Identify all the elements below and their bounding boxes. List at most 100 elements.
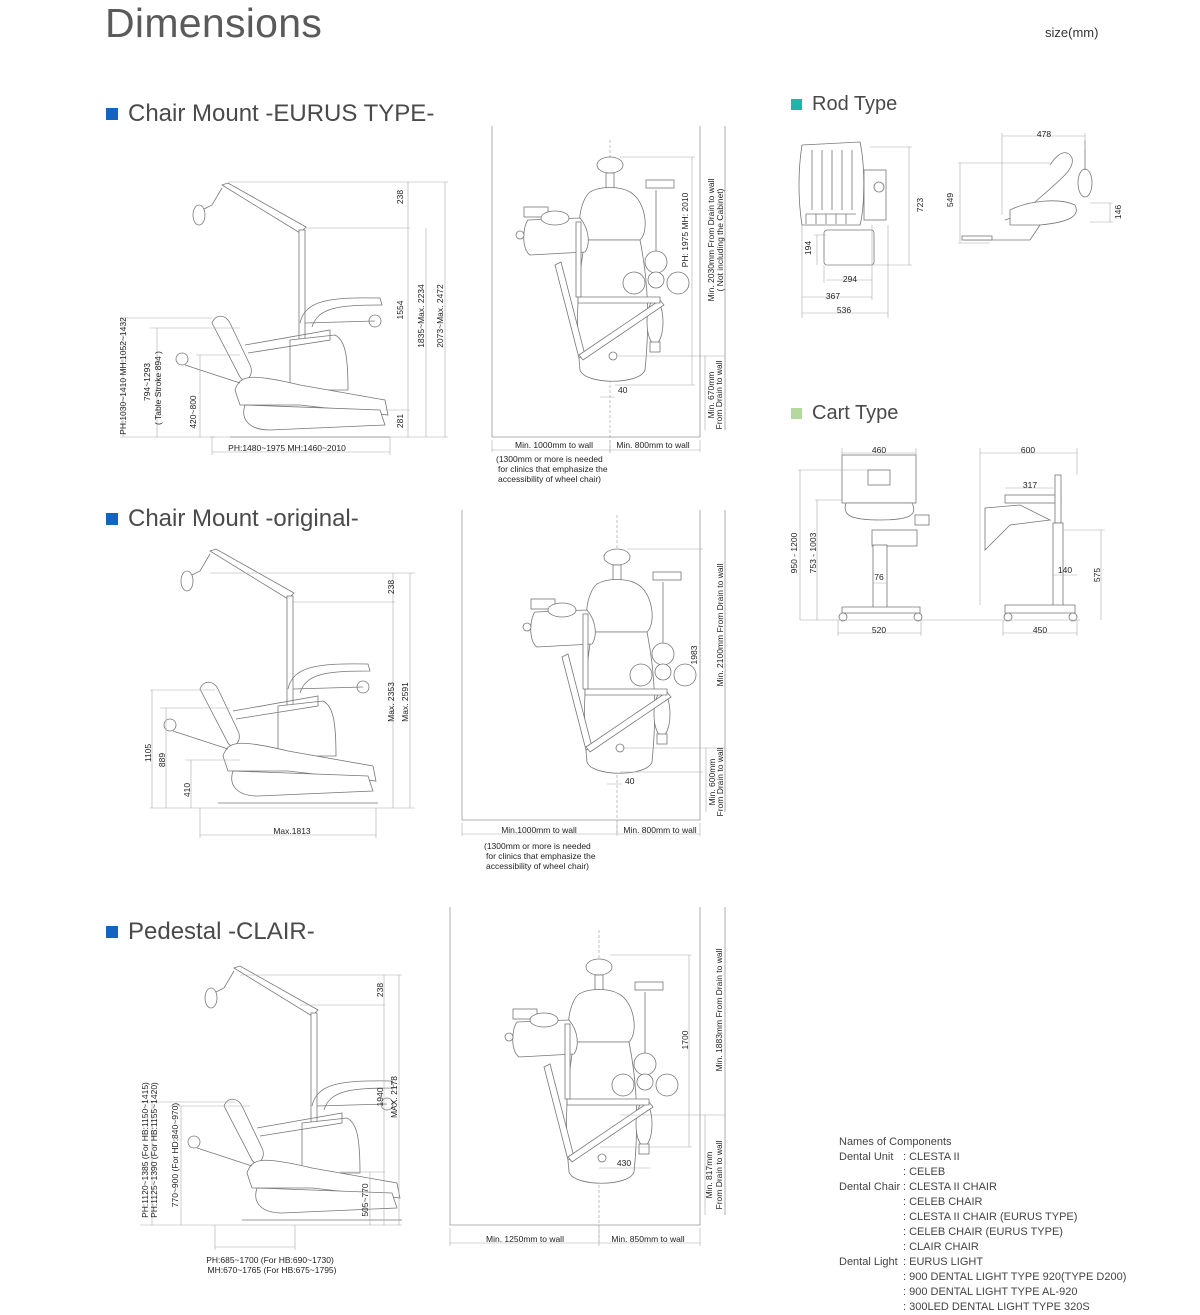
dim-right-wall: Min. 800mm to wall [616, 440, 689, 450]
note-line: for clinics that emphasize the [486, 851, 596, 861]
dim-ph1: PH:1120~1385 (For HB:1150~1415) [140, 1082, 150, 1218]
dim-drain-min-note: From Drain to wall [714, 1140, 724, 1209]
dim-520: 520 [872, 625, 886, 635]
dim-753-1003: 753 - 1003 [808, 532, 818, 573]
dim-length: PH: 1975 MH: 2010 [680, 192, 690, 267]
dim-2353: Max. 2353 [386, 682, 396, 722]
component-category [839, 1240, 903, 1255]
dim-2472: 2073~Max. 2472 [435, 284, 445, 348]
components-title: Names of Components [839, 1136, 952, 1148]
component-row: : CLAIR CHAIR [839, 1240, 1126, 1255]
component-name: : 900 DENTAL LIGHT TYPE AL-920 [903, 1286, 1078, 1298]
dim-seat: 420~800 [188, 395, 198, 429]
dim-drain-wall-note: ( Not including the Cabinet) [715, 188, 725, 291]
dim-1554: 1554 [395, 300, 405, 319]
dim-281: 281 [395, 414, 405, 428]
dim-575: 575 [1092, 568, 1102, 582]
bullet-square-icon [791, 408, 802, 419]
dim-ph2: PH:1125~1390 (For HB:1155~1420) [149, 1082, 159, 1218]
dim-889: 889 [157, 753, 167, 767]
dim-2234: 1835~Max. 2234 [416, 284, 426, 348]
component-row: : CELEB CHAIR (EURUS TYPE) [839, 1225, 1126, 1240]
dim-460: 460 [872, 445, 886, 455]
bullet-square-icon [106, 108, 118, 120]
dim-410: 410 [182, 783, 192, 797]
heading-text: Rod Type [812, 93, 898, 115]
bullet-square-icon [106, 926, 118, 938]
dim-367: 367 [826, 291, 840, 301]
component-row: : CELEB CHAIR [839, 1195, 1126, 1210]
component-name: : 900 DENTAL LIGHT TYPE 920(TYPE D200) [903, 1271, 1127, 1283]
dim-length: Max.1813 [273, 826, 311, 836]
dim-536: 536 [837, 305, 851, 315]
dim-1940: 1940 [375, 1087, 385, 1106]
rod-type-drawing: 478 549 146 723 194 294 367 536 [798, 129, 1123, 318]
original-top-view: 1983 Min. 2100mm From Drain to wall Min.… [461, 510, 726, 871]
component-row: : 300LED DENTAL LIGHT TYPE 320S [839, 1300, 1126, 1315]
page-title: Dimensions [105, 0, 323, 46]
dim-146: 146 [1113, 205, 1123, 219]
dim-238: 238 [386, 580, 396, 594]
dim-317: 317 [1023, 480, 1037, 490]
eurus-top-view: PH: 1975 MH: 2010 Min. 2030mm From Drain… [491, 126, 726, 484]
note-line: accessibility of wheel chair) [486, 861, 589, 871]
bullet-square-icon [106, 513, 118, 525]
dim-length: PH:1480~1975 MH:1460~2010 [228, 443, 346, 453]
note-line: (1300mm or more is needed [496, 454, 603, 464]
component-row: : 900 DENTAL LIGHT TYPE 920(TYPE D200) [839, 1270, 1126, 1285]
component-category [839, 1270, 903, 1285]
dim-offset: 430 [617, 1158, 631, 1168]
cart-type-drawing: 460 600 317 950 - 1200 753 - 1003 76 140… [789, 445, 1105, 636]
dim-offset: 40 [625, 776, 635, 786]
dim-length-ph: PH:685~1700 (For HB:690~1730) [206, 1255, 334, 1265]
component-category [839, 1225, 903, 1240]
clair-side-view: 238 1940 MAX. 2178 PH:1120~1385 (For HB:… [140, 965, 403, 1275]
heading-text: Chair Mount -EURUS TYPE- [128, 100, 435, 127]
dim-drain-wall: Min. 2100mm From Drain to wall [715, 563, 725, 686]
dim-drain-min: Min. 600mm [707, 759, 717, 806]
dim-2178: MAX. 2178 [389, 1076, 399, 1118]
original-side-view: 238 Max. 2353 Max. 2591 1105 889 410 Max… [143, 548, 415, 838]
section-heading-eurus: Chair Mount -EURUS TYPE- [106, 100, 434, 128]
component-category [839, 1210, 903, 1225]
dim-length: 1700 [680, 1030, 690, 1049]
heading-text: Chair Mount -original- [128, 505, 359, 532]
dim-194: 194 [803, 241, 813, 255]
clair-top-view: 1700 Min. 1883mm From Drain to wall Min.… [449, 907, 726, 1246]
dim-right-wall: Min. 800mm to wall [623, 825, 696, 835]
dim-294: 294 [843, 274, 857, 284]
component-name: : CELEB [903, 1166, 946, 1178]
dim-length-mh: MH:670~1765 (For HB:675~1795) [208, 1265, 337, 1275]
dim-table-stroke: ( Table Stroke 894 ) [153, 351, 163, 425]
component-row: : 900 DENTAL LIGHT TYPE AL-920 [839, 1285, 1126, 1300]
component-category: Dental Chair [839, 1181, 901, 1193]
dim-478: 478 [1037, 129, 1051, 139]
component-name: : EURUS LIGHT [903, 1256, 984, 1268]
note-line: accessibility of wheel chair) [498, 474, 601, 484]
dim-left-wall: Min. 1000mm to wall [515, 440, 593, 450]
component-name: : CELEB CHAIR (EURUS TYPE) [903, 1226, 1063, 1238]
dim-1105: 1105 [143, 744, 153, 763]
dim-76: 76 [874, 572, 884, 582]
component-category: Dental Unit [839, 1151, 894, 1163]
component-name: : CLESTA II CHAIR (EURUS TYPE) [903, 1211, 1078, 1223]
eurus-side-view: 238 1554 281 1835~Max. 2234 2073~Max. 24… [118, 181, 448, 455]
dim-length: 1983 [689, 645, 699, 664]
dim-549: 549 [945, 193, 955, 207]
component-name: : CLESTA II CHAIR [903, 1181, 997, 1193]
dim-238: 238 [395, 190, 405, 204]
dim-238: 238 [375, 983, 385, 997]
dim-140: 140 [1058, 565, 1072, 575]
dim-hd: 770~900 (For HD:840~970) [170, 1103, 180, 1208]
section-heading-cart: Cart Type [791, 402, 898, 425]
component-name: : CLAIR CHAIR [903, 1241, 979, 1253]
component-row: : CLESTA II CHAIR (EURUS TYPE) [839, 1210, 1126, 1225]
unit-label: size(mm) [1045, 25, 1099, 40]
bullet-square-icon [791, 99, 802, 110]
component-row: : CELEB [839, 1165, 1126, 1180]
dim-950-1200: 950 - 1200 [789, 532, 799, 573]
dim-drain-wall: Min. 1883mm From Drain to wall [714, 948, 724, 1071]
heading-text: Pedestal -CLAIR- [128, 918, 315, 945]
dim-723: 723 [915, 198, 925, 212]
